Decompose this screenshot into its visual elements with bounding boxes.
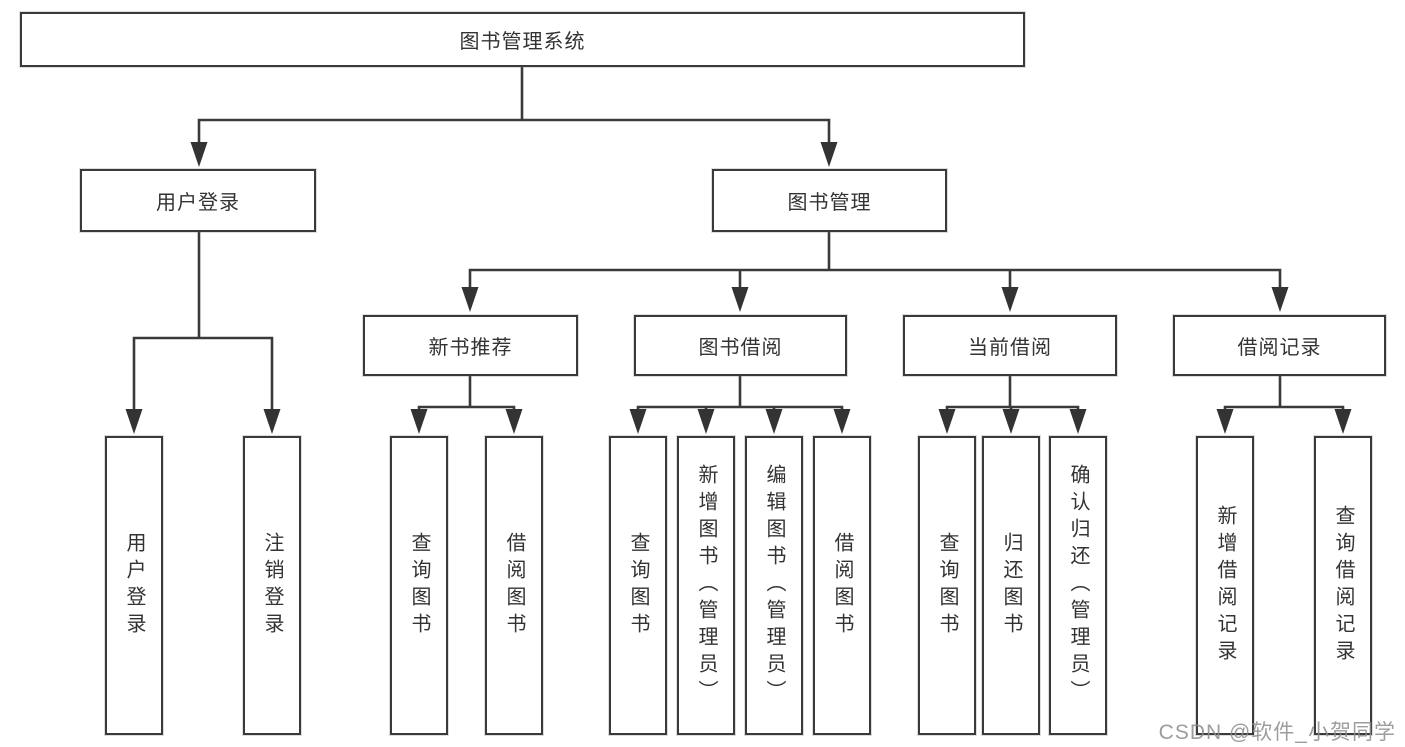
leaf-query-borrow-record: 查询借阅记录: [1314, 436, 1372, 735]
connector-book-management: [468, 230, 1282, 292]
leaf-logout-login: 注销登录: [243, 436, 301, 735]
node-book-borrowing: 图书借阅: [634, 315, 847, 376]
node-book-management: 图书管理: [712, 169, 947, 232]
leaf-query-books-borrowing-label: 查询图书: [627, 531, 649, 640]
leaf-add-borrow-record-label: 新增借阅记录: [1214, 504, 1236, 667]
leaf-query-books-recommend: 查询图书: [390, 436, 448, 735]
leaf-add-borrow-record: 新增借阅记录: [1196, 436, 1254, 735]
node-borrowing-records: 借阅记录: [1173, 315, 1386, 376]
connector-new-book: [417, 374, 516, 413]
leaf-return-books-label: 归还图书: [1000, 531, 1022, 640]
node-user-login: 用户登录: [80, 169, 316, 232]
leaf-confirm-return-admin-label: 确认归还（管理员）: [1067, 464, 1089, 707]
leaf-query-books-recommend-label: 查询图书: [408, 531, 430, 640]
leaf-query-books-current-label: 查询图书: [936, 531, 958, 640]
leaf-add-books-admin: 新增图书（管理员）: [677, 436, 735, 735]
connector-current: [945, 374, 1080, 413]
leaf-borrow-books-recommend-label: 借阅图书: [503, 531, 525, 640]
leaf-query-books-current: 查询图书: [918, 436, 976, 735]
leaf-query-books-borrowing: 查询图书: [609, 436, 667, 735]
connector-user-login: [132, 230, 274, 414]
leaf-query-borrow-record-label: 查询借阅记录: [1332, 504, 1354, 667]
leaf-logout-login-label: 注销登录: [261, 531, 283, 640]
arrowheads: [125, 142, 1352, 434]
node-current-borrowing: 当前借阅: [903, 315, 1117, 376]
leaf-borrow-books-recommend: 借阅图书: [485, 436, 543, 735]
leaf-confirm-return-admin: 确认归还（管理员）: [1049, 436, 1107, 735]
connector-root: [197, 65, 831, 148]
connector-borrowing: [636, 374, 844, 413]
leaf-add-books-admin-label: 新增图书（管理员）: [695, 464, 717, 707]
node-new-book-recommendation: 新书推荐: [363, 315, 578, 376]
leaf-borrow-books-borrowing: 借阅图书: [813, 436, 871, 735]
leaf-edit-books-admin: 编辑图书（管理员）: [745, 436, 803, 735]
connector-records: [1223, 374, 1345, 413]
leaf-edit-books-admin-label: 编辑图书（管理员）: [763, 464, 785, 707]
leaf-user-login: 用户登录: [105, 436, 163, 735]
leaf-user-login-label: 用户登录: [123, 531, 145, 640]
leaf-return-books: 归还图书: [982, 436, 1040, 735]
watermark-text: CSDN @软件_小贺同学: [1158, 721, 1396, 744]
node-library-management-system: 图书管理系统: [20, 12, 1025, 67]
leaf-borrow-books-borrowing-label: 借阅图书: [831, 531, 853, 640]
